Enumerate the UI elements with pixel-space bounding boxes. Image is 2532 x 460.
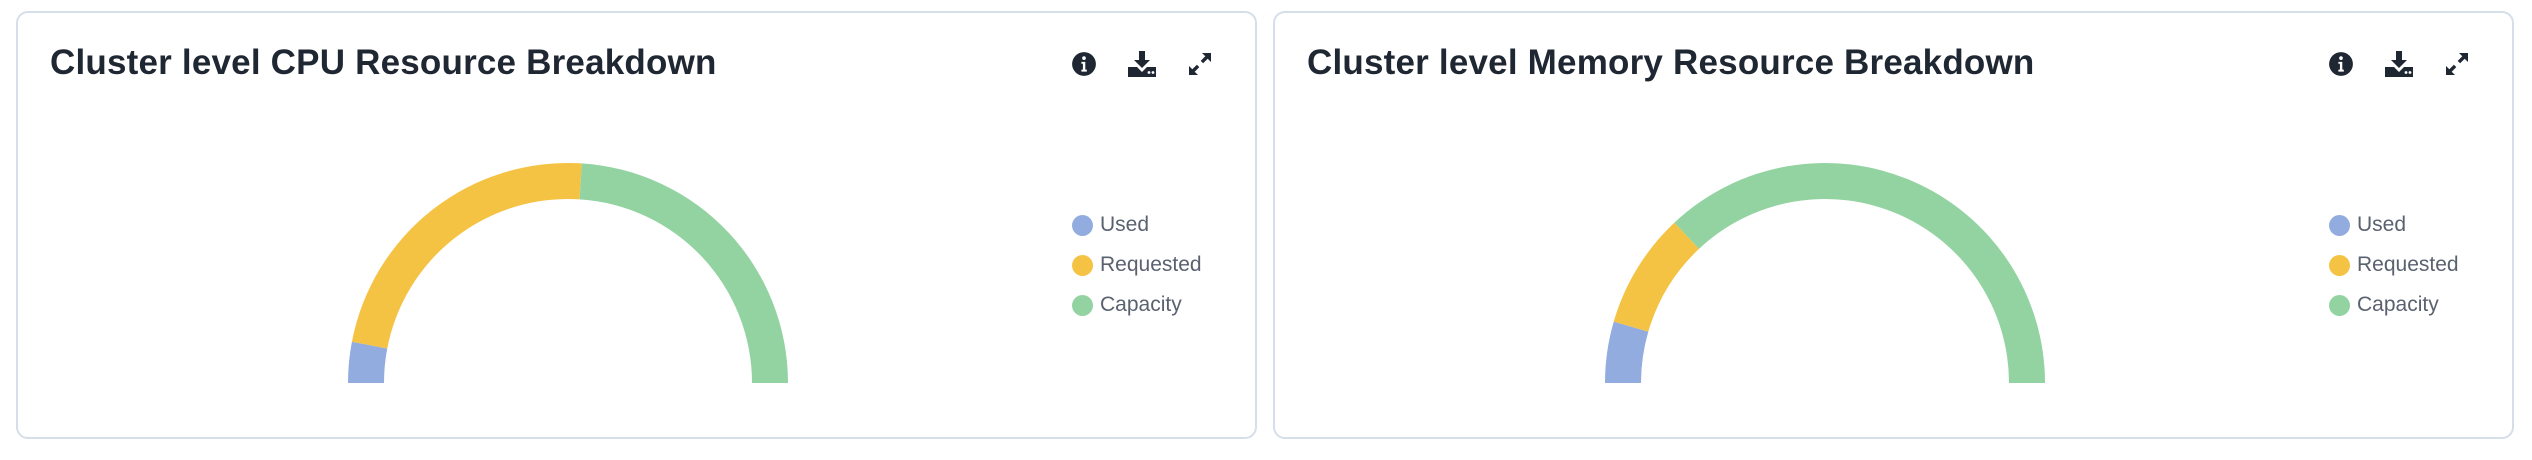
expand-icon: [1189, 53, 1211, 75]
gauge-segment-capacity[interactable]: [1674, 162, 2045, 383]
cpu-gauge-chart: [348, 163, 788, 383]
legend-dot-used: [2329, 214, 2350, 236]
chart-legend: Used Requested Capacity: [1072, 205, 1202, 325]
legend-dot-requested: [1072, 254, 1093, 276]
legend-label: Requested: [2357, 253, 2459, 276]
legend-label: Used: [1100, 213, 1150, 236]
expand-icon: [2446, 53, 2468, 75]
legend-dot-requested: [2329, 254, 2350, 276]
gauge-segment-used[interactable]: [1605, 321, 1649, 383]
panel-toolbar: [1069, 49, 1215, 79]
legend-label: Capacity: [1100, 293, 1182, 316]
legend-label: Capacity: [2357, 293, 2439, 316]
info-button[interactable]: [1069, 49, 1099, 79]
panel-title: Cluster level CPU Resource Breakdown: [50, 43, 717, 82]
legend-item-requested[interactable]: Requested: [2329, 245, 2459, 285]
legend-label: Used: [2357, 213, 2407, 236]
expand-button[interactable]: [2442, 49, 2472, 79]
memory-gauge-chart: [1605, 162, 2045, 383]
download-icon: [2385, 51, 2413, 77]
legend-item-used[interactable]: Used: [2329, 205, 2459, 245]
legend-dot-used: [1072, 214, 1093, 236]
download-button[interactable]: [1127, 49, 1157, 79]
gauge-segment-requested[interactable]: [1613, 222, 1700, 332]
panel-title: Cluster level Memory Resource Breakdown: [1307, 43, 2035, 82]
download-button[interactable]: [2384, 49, 2414, 79]
download-icon: [1128, 51, 1156, 77]
cpu-breakdown-panel: Cluster level CPU Resource Breakdown: [16, 11, 1257, 439]
info-icon: [2329, 52, 2353, 76]
legend-dot-capacity: [2329, 294, 2350, 316]
legend-item-used[interactable]: Used: [1072, 205, 1202, 245]
info-icon: [1072, 52, 1096, 76]
expand-button[interactable]: [1185, 49, 1215, 79]
gauge-segment-capacity[interactable]: [579, 163, 788, 383]
legend-dot-capacity: [1072, 294, 1093, 316]
legend-item-capacity[interactable]: Capacity: [1072, 285, 1202, 325]
chart-legend: Used Requested Capacity: [2329, 205, 2459, 325]
gauge-segment-used[interactable]: [348, 341, 388, 383]
panel-toolbar: [2326, 49, 2472, 79]
legend-item-requested[interactable]: Requested: [1072, 245, 1202, 285]
memory-breakdown-panel: Cluster level Memory Resource Breakdown: [1273, 11, 2514, 439]
gauge-segment-requested[interactable]: [351, 163, 582, 349]
info-button[interactable]: [2326, 49, 2356, 79]
legend-label: Requested: [1100, 253, 1202, 276]
legend-item-capacity[interactable]: Capacity: [2329, 285, 2459, 325]
